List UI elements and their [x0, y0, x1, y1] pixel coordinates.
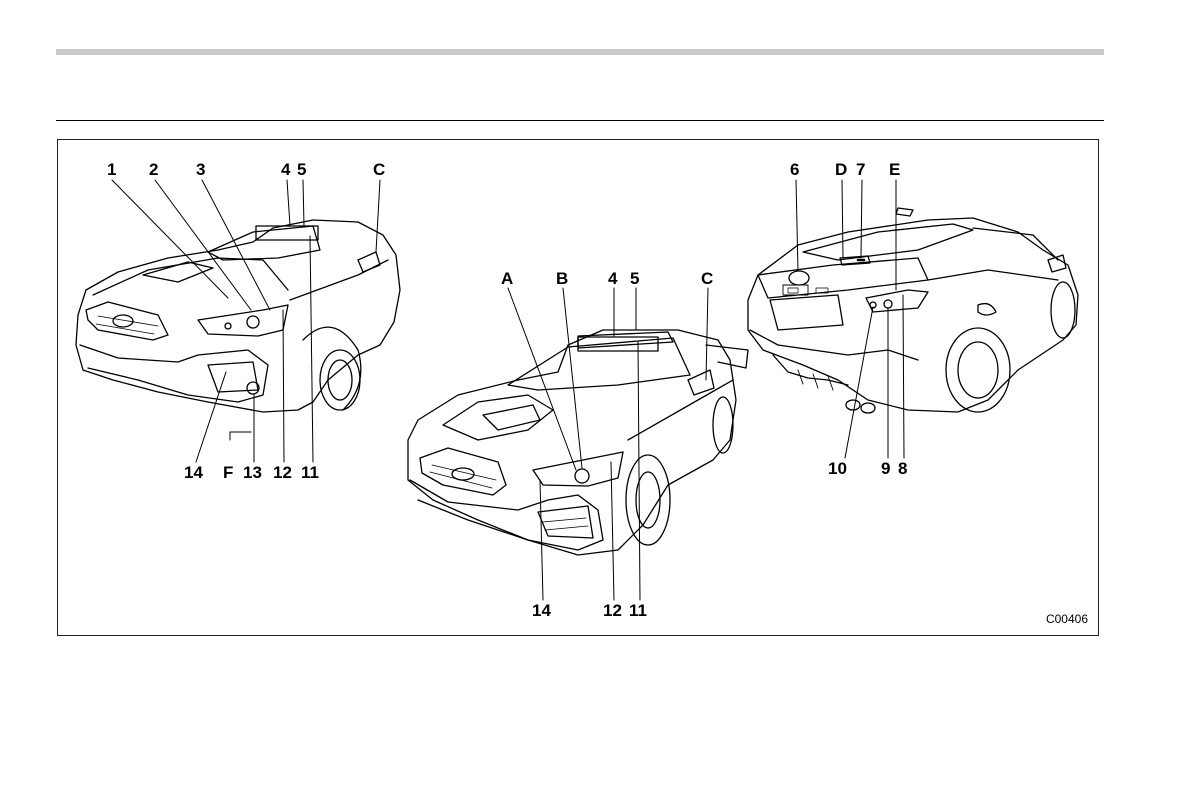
callout-right-e: E: [889, 161, 900, 178]
callout-center-c: C: [701, 270, 713, 287]
callout-right-8: 8: [898, 460, 907, 477]
callout-left-1: 1: [107, 161, 116, 178]
vehicle-illustration-figure: 1 2 3 4 5 C 14 F 13 12 11 A B 4 5 C 14 1…: [57, 139, 1099, 636]
callout-left-11: 11: [301, 464, 319, 481]
callout-center-4: 4: [608, 270, 617, 287]
leader-lines-left: [112, 180, 380, 462]
callout-center-12: 12: [603, 602, 622, 619]
header-rule: [56, 49, 1104, 55]
callout-left-c: C: [373, 161, 385, 178]
callout-left-5: 5: [297, 161, 306, 178]
leader-lines-right: [796, 180, 904, 458]
callout-center-11: 11: [629, 602, 647, 619]
callout-left-2: 2: [149, 161, 158, 178]
section-divider: [56, 120, 1104, 121]
callout-right-7: 7: [856, 161, 865, 178]
callout-left-4: 4: [281, 161, 290, 178]
figure-code: C00406: [1046, 612, 1088, 626]
callout-right-6: 6: [790, 161, 799, 178]
callout-center-b: B: [556, 270, 568, 287]
callout-left-3: 3: [196, 161, 205, 178]
callout-left-13: 13: [243, 464, 262, 481]
callout-center-14: 14: [532, 602, 551, 619]
callout-left-14: 14: [184, 464, 203, 481]
callout-left-12: 12: [273, 464, 292, 481]
callout-right-d: D: [835, 161, 847, 178]
car-front-center-drawing: [408, 330, 748, 555]
callout-right-9: 9: [881, 460, 890, 477]
callout-center-a: A: [501, 270, 513, 287]
callout-right-10: 10: [828, 460, 847, 477]
callout-center-5: 5: [630, 270, 639, 287]
vehicle-line-drawings: [58, 140, 1100, 637]
callout-left-f: F: [223, 464, 233, 481]
